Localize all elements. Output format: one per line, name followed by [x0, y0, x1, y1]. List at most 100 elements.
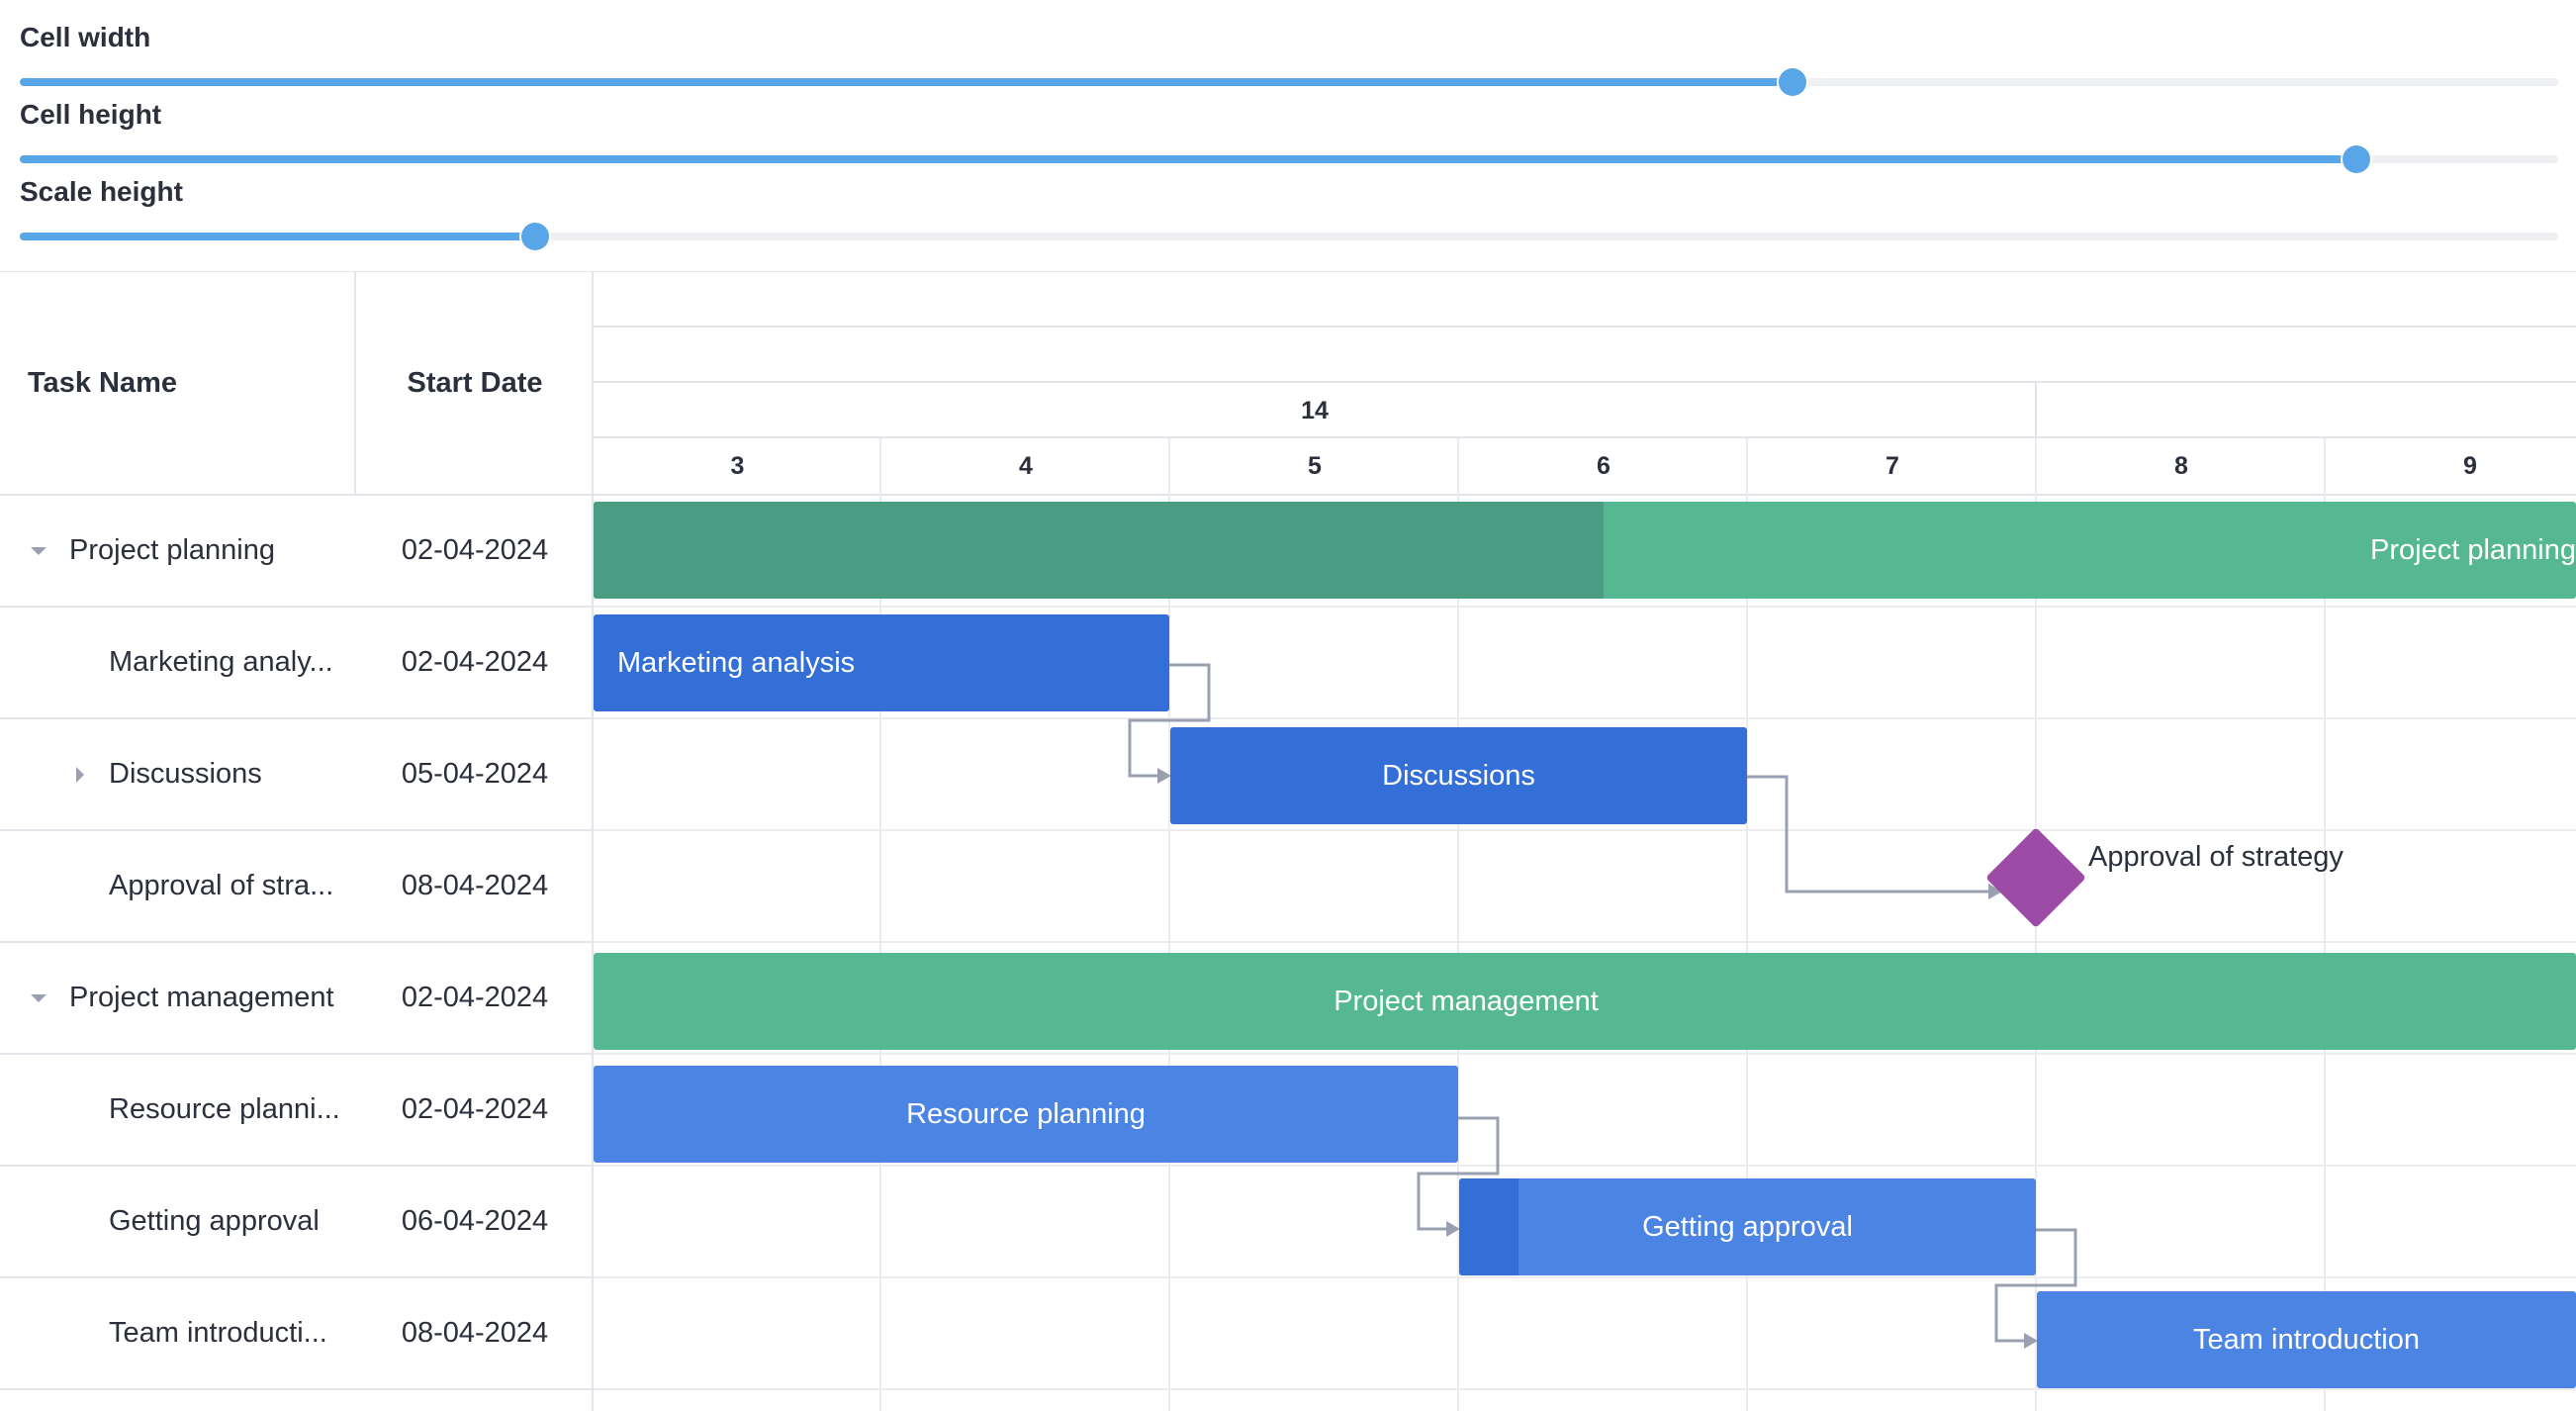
- grid-line: [2324, 438, 2326, 1411]
- grid-line: [1746, 438, 1748, 1411]
- cell-height-label: Cell height: [20, 99, 162, 130]
- gantt-bar-project-planning[interactable]: Project planning: [594, 502, 2576, 599]
- scale-day-cell: 3: [730, 451, 745, 480]
- task-name-cell: Resource planni...: [109, 1093, 340, 1125]
- column-separator[interactable]: [354, 272, 356, 494]
- gantt-bar-project-management[interactable]: Project management: [594, 953, 2576, 1050]
- grid-row-team-introduction[interactable]: Team introducti... 08-04-2024: [0, 1278, 594, 1390]
- column-header-task-name[interactable]: Task Name: [28, 366, 177, 399]
- cell-width-slider[interactable]: [20, 68, 2558, 96]
- slider-thumb[interactable]: [521, 223, 549, 250]
- grid-row-discussions[interactable]: Discussions 05-04-2024: [0, 719, 594, 831]
- row-line: [594, 1276, 2576, 1278]
- slider-thumb[interactable]: [1779, 68, 1806, 96]
- row-line: [594, 941, 2576, 943]
- row-line: [594, 606, 2576, 608]
- bar-label: Resource planning: [906, 1097, 1146, 1130]
- link-line: [1417, 1116, 1500, 1231]
- controls-panel: Cell width Cell height Scale height: [0, 0, 2576, 271]
- scale-day-cell: 5: [1308, 451, 1322, 480]
- task-name-cell: Team introducti...: [109, 1317, 327, 1349]
- gantt-bar-team-introduction[interactable]: Team introduction: [2037, 1291, 2576, 1388]
- scale-height-label: Scale height: [20, 176, 183, 207]
- task-name-cell: Project management: [69, 982, 334, 1013]
- bar-label: Marketing analysis: [617, 646, 856, 679]
- scale-day-cell: 8: [2174, 451, 2188, 480]
- bar-progress: [594, 502, 1604, 599]
- task-name-cell: Project planning: [69, 534, 275, 566]
- scale-day-cell: 9: [2463, 451, 2477, 480]
- link-arrow-icon: [1988, 884, 2002, 899]
- scale-day-cell: 4: [1019, 451, 1033, 480]
- grid-row-marketing-analysis[interactable]: Marketing analy... 02-04-2024: [0, 608, 594, 719]
- scale-row-empty: [594, 328, 2576, 383]
- gantt-bar-discussions[interactable]: Discussions: [1170, 727, 1747, 824]
- link-arrow-icon: [1157, 768, 1171, 784]
- cell-width-label: Cell width: [20, 22, 151, 52]
- bar-label: Discussions: [1382, 759, 1535, 792]
- task-name-cell: Discussions: [109, 758, 262, 790]
- grid-line: [1168, 438, 1170, 1411]
- start-date-cell: 02-04-2024: [401, 1093, 549, 1125]
- scale-week-cell: 14: [1301, 396, 1329, 424]
- link-line: [1994, 1228, 2077, 1343]
- bar-label: Project planning: [2370, 533, 2576, 566]
- scale-day-cell: 7: [1886, 451, 1899, 480]
- task-name-cell: Marketing analy...: [109, 646, 333, 678]
- grid-row-project-management[interactable]: Project management 02-04-2024: [0, 943, 594, 1055]
- task-grid: Task Name Start Date Project planning 02…: [0, 272, 594, 1411]
- grid-header: Task Name Start Date: [0, 272, 594, 496]
- row-line: [594, 1053, 2576, 1055]
- bar-progress: [1459, 1178, 1518, 1275]
- row-line: [594, 717, 2576, 719]
- link-arrow-icon: [2024, 1333, 2038, 1349]
- slider-fill: [20, 155, 2356, 163]
- gantt-bar-getting-approval[interactable]: Getting approval: [1459, 1178, 2036, 1275]
- grid-row-getting-approval[interactable]: Getting approval 06-04-2024: [0, 1167, 594, 1278]
- link-line: [1747, 775, 1988, 894]
- column-header-start-date[interactable]: Start Date: [407, 366, 543, 399]
- start-date-cell: 02-04-2024: [401, 534, 549, 566]
- start-date-cell: 02-04-2024: [401, 982, 549, 1013]
- scale-row-day: 3 4 5 6 7 8 9: [594, 438, 2576, 496]
- bar-label: Project management: [1334, 985, 1599, 1017]
- grid-row-project-planning[interactable]: Project planning 02-04-2024: [0, 496, 594, 608]
- scale-height-slider[interactable]: [20, 223, 2558, 250]
- slider-thumb[interactable]: [2343, 145, 2370, 173]
- bar-label: Team introduction: [2193, 1323, 2420, 1356]
- gantt-bar-marketing-analysis[interactable]: Marketing analysis: [594, 614, 1169, 711]
- start-date-cell: 05-04-2024: [401, 758, 549, 790]
- scale-row-week: 14: [594, 383, 2576, 438]
- start-date-cell: 06-04-2024: [401, 1205, 549, 1237]
- row-line: [594, 1165, 2576, 1167]
- start-date-cell: 08-04-2024: [401, 870, 549, 901]
- collapse-arrow-icon[interactable]: [24, 496, 53, 606]
- link-arrow-icon: [1446, 1221, 1460, 1237]
- gantt-chart: 14 3 4 5 6 7 8 9: [594, 272, 2576, 1411]
- grid-border[interactable]: [592, 272, 594, 1411]
- task-name-cell: Approval of stra...: [109, 870, 334, 901]
- scale-row-empty: [594, 272, 2576, 328]
- slider-fill: [20, 233, 535, 240]
- scale-separator: [2035, 383, 2037, 438]
- gantt-bar-resource-planning[interactable]: Resource planning: [594, 1066, 1458, 1163]
- grid-line: [1457, 438, 1459, 1411]
- start-date-cell: 08-04-2024: [401, 1317, 549, 1349]
- cell-height-slider[interactable]: [20, 145, 2558, 173]
- grid-row-approval-of-strategy[interactable]: Approval of stra... 08-04-2024: [0, 831, 594, 943]
- controls-divider: [0, 271, 2576, 272]
- slider-fill: [20, 78, 1793, 86]
- row-line: [594, 829, 2576, 831]
- collapse-arrow-icon[interactable]: [24, 943, 53, 1053]
- task-name-cell: Getting approval: [109, 1205, 320, 1237]
- bar-label: Getting approval: [1642, 1210, 1853, 1243]
- milestone-label: Approval of strategy: [2088, 841, 2344, 873]
- start-date-cell: 02-04-2024: [401, 646, 549, 678]
- dependency-links: [1128, 663, 2077, 1349]
- grid-row-resource-planning[interactable]: Resource planni... 02-04-2024: [0, 1055, 594, 1167]
- link-line: [1128, 663, 1211, 778]
- expand-arrow-icon[interactable]: [65, 719, 95, 829]
- scale-day-cell: 6: [1597, 451, 1610, 480]
- grid-line: [879, 438, 881, 1411]
- row-line: [594, 1388, 2576, 1390]
